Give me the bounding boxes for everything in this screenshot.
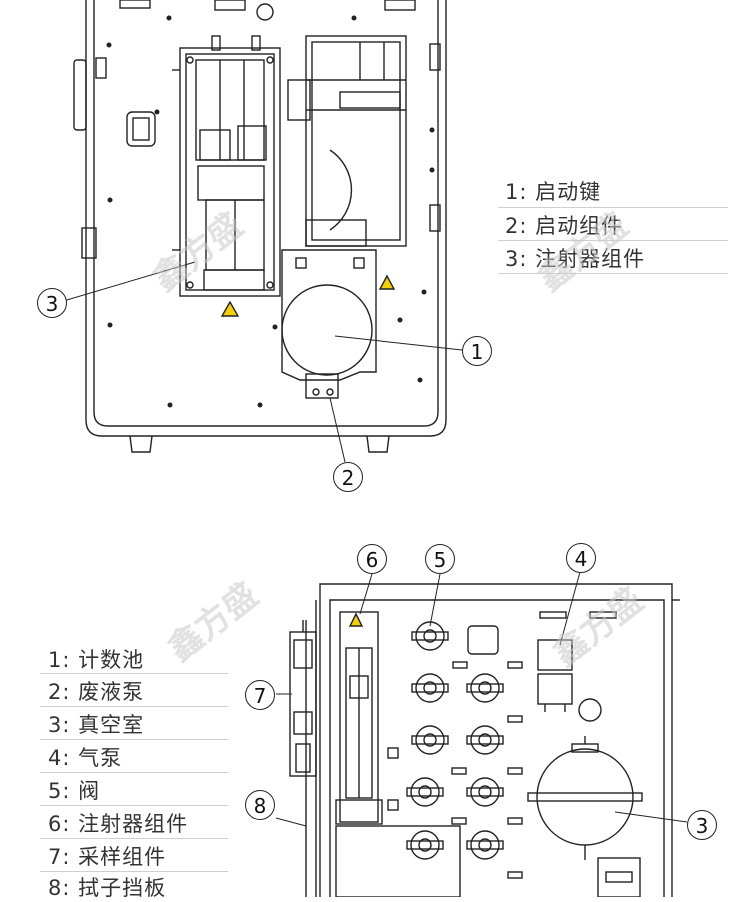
top-start-component	[281, 249, 377, 399]
bottom-air-pump	[537, 639, 602, 722]
callout-bottom-4: 4	[566, 543, 596, 573]
callout-bottom-8: 8	[245, 790, 275, 820]
callout-bottom-6: 6	[357, 544, 387, 574]
bottom-sampling-component	[289, 620, 317, 777]
top-syringe-module	[172, 35, 281, 297]
warning-icon	[348, 612, 364, 627]
callout-top-2: 2	[333, 462, 363, 492]
callout-top-3: 3	[37, 288, 67, 318]
callout-top-1: 1	[462, 336, 492, 366]
callout-bottom-5: 5	[425, 544, 455, 574]
callout-bottom-3: 3	[687, 810, 717, 840]
bottom-leader-lines	[275, 571, 688, 827]
bottom-syringe-component	[335, 611, 461, 897]
bottom-vacuum-chamber	[527, 736, 643, 897]
top-right-assembly	[287, 35, 407, 247]
callout-bottom-7: 7	[245, 680, 275, 710]
warning-icon	[220, 274, 396, 317]
top-leader-lines	[59, 261, 463, 463]
bottom-panel-slots	[387, 611, 617, 879]
bottom-valves	[406, 621, 504, 860]
top-screws	[106, 15, 435, 408]
top-instrument-outline	[73, 0, 447, 453]
